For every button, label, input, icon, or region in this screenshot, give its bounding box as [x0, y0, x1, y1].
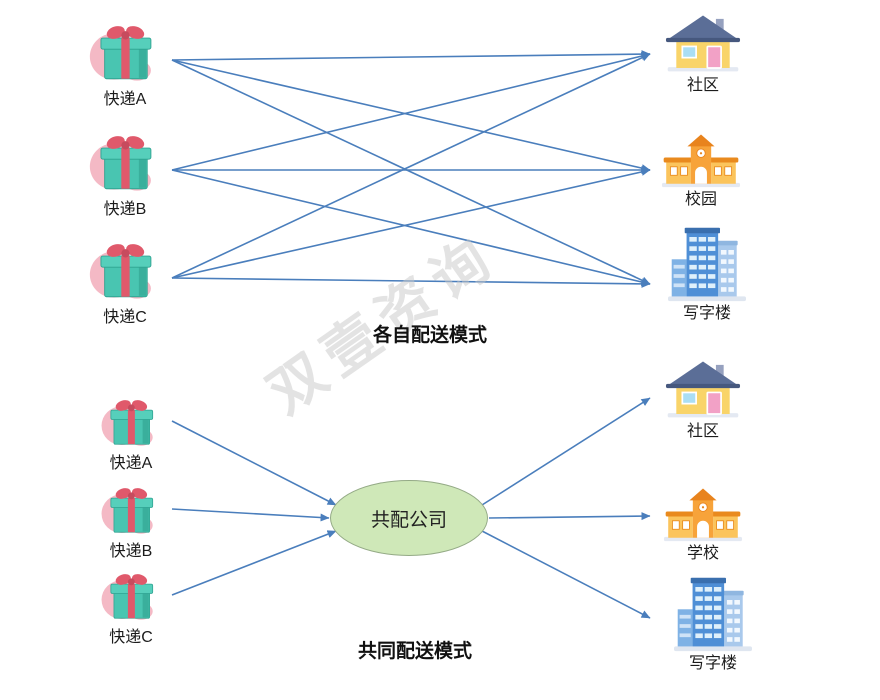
campus-top-label: 校园	[684, 191, 717, 208]
courier-c-top: 快递C	[88, 232, 162, 327]
campus-top: 校园	[660, 132, 742, 209]
gift-icon	[100, 564, 162, 626]
community-bottom-label: 社区	[686, 423, 719, 440]
school-icon	[662, 486, 744, 542]
courier-a-top: 快递A	[88, 14, 162, 109]
community-bottom: 社区	[664, 358, 742, 441]
school-icon	[660, 132, 742, 188]
community-top: 社区	[664, 12, 742, 95]
office-building-icon	[666, 224, 748, 302]
gift-icon	[100, 478, 162, 540]
courier-b-bottom-label: 快递B	[109, 543, 153, 560]
courier-c-top-label: 快递C	[103, 309, 147, 326]
top-section-title: 各自配送模式	[372, 325, 487, 346]
community-top-label: 社区	[686, 77, 719, 94]
courier-a-bottom: 快递A	[100, 390, 162, 473]
courier-b-top: 快递B	[88, 124, 162, 219]
courier-a-top-label: 快递A	[103, 91, 147, 108]
courier-c-bottom: 快递C	[100, 564, 162, 647]
bottom-section-title: 共同配送模式	[357, 641, 472, 662]
office-bottom-label: 写字楼	[688, 655, 737, 672]
gift-icon	[88, 14, 162, 88]
courier-b-bottom: 快递B	[100, 478, 162, 561]
gift-icon	[100, 390, 162, 452]
office-top: 写字楼	[666, 224, 748, 323]
office-building-icon	[672, 574, 754, 652]
hub-inbound-arrows	[171, 420, 337, 596]
courier-b-top-label: 快递B	[103, 201, 147, 218]
separate-delivery-arrows	[171, 50, 651, 288]
courier-c-bottom-label: 快递C	[109, 629, 153, 646]
hub-label: 共配公司	[370, 509, 447, 531]
house-icon	[664, 12, 742, 74]
gift-icon	[88, 124, 162, 198]
office-bottom: 写字楼	[672, 574, 754, 673]
office-top-label: 写字楼	[682, 305, 731, 322]
school-bottom: 学校	[662, 486, 744, 563]
joint-distribution-hub: 共配公司	[330, 480, 488, 556]
house-icon	[664, 358, 742, 420]
courier-a-bottom-label: 快递A	[109, 455, 153, 472]
gift-icon	[88, 232, 162, 306]
hub-outbound-arrows	[481, 397, 651, 619]
school-bottom-label: 学校	[686, 545, 719, 562]
